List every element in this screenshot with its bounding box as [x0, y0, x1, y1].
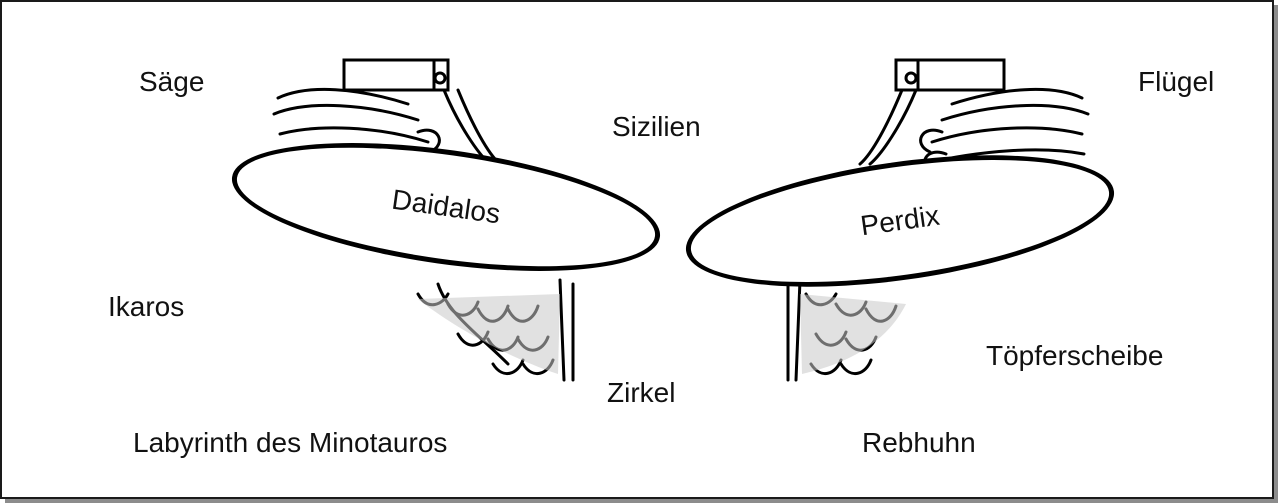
oval-perdix-label: Perdix: [858, 200, 941, 243]
word-sizilien: Sizilien: [612, 113, 701, 141]
word-zirkel: Zirkel: [607, 379, 675, 407]
word-fluegel: Flügel: [1138, 68, 1214, 96]
word-ikaros: Ikaros: [108, 293, 184, 321]
word-labyrinth: Labyrinth des Minotauros: [133, 429, 447, 457]
word-saege: Säge: [139, 68, 204, 96]
word-rebhuhn: Rebhuhn: [862, 429, 976, 457]
oval-daidalos-label: Daidalos: [390, 184, 502, 231]
word-toepferscheibe: Töpferscheibe: [986, 342, 1163, 370]
